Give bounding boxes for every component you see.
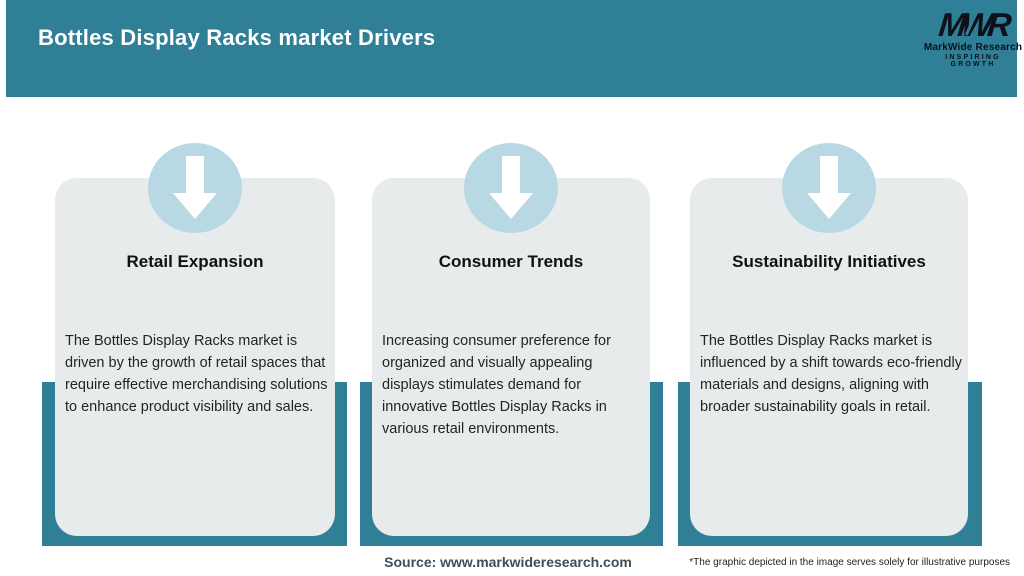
card-body: Increasing consumer preference for organ… — [382, 333, 611, 437]
disclaimer-text: *The graphic depicted in the image serve… — [689, 557, 1010, 568]
page-title: Bottles Display Racks market Drivers — [38, 25, 436, 50]
icon-circle — [782, 143, 876, 233]
icon-circle — [464, 143, 558, 233]
card-retail-expansion — [55, 178, 335, 536]
markwide-research-logo: MWR MarkWide Research INSPIRING GROWTH — [922, 6, 1024, 68]
down-arrow-icon — [807, 156, 851, 219]
card-body: The Bottles Display Racks market is driv… — [65, 333, 328, 415]
logo-tagline: INSPIRING GROWTH — [945, 54, 1001, 68]
card-title: Consumer Trends — [438, 252, 584, 271]
card-title: Retail Expansion — [126, 252, 264, 271]
icon-circle — [148, 143, 242, 233]
card-sustainability-initiatives — [690, 178, 968, 536]
card-consumer-trends — [372, 178, 650, 536]
down-arrow-icon — [173, 156, 217, 219]
logo-name: MarkWide Research — [923, 42, 1023, 53]
logo-monogram: MWR — [937, 6, 1009, 43]
card-title: Sustainability Initiatives — [732, 252, 926, 271]
header-bar: Bottles Display Racks market Drivers MWR… — [6, 0, 1022, 97]
source-text: Source: www.markwideresearch.com — [384, 554, 632, 570]
down-arrow-icon — [489, 156, 533, 219]
card-body: The Bottles Display Racks market is infl… — [700, 333, 962, 415]
